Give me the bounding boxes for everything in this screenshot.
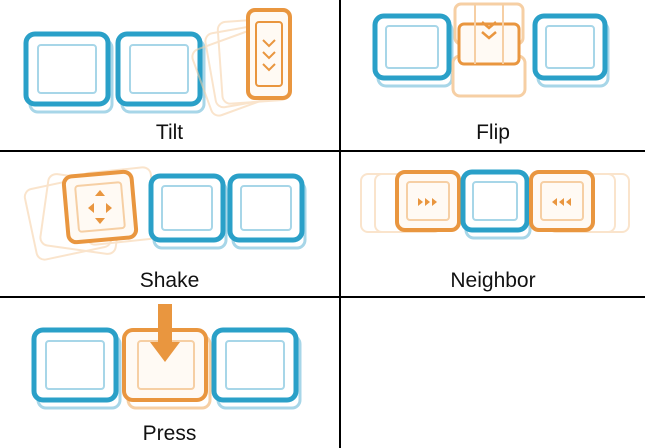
orange-cube-right-icon (529, 170, 595, 232)
orange-cube-flipping-icon (451, 2, 527, 98)
orange-cube-shaking-icon (61, 169, 139, 245)
gesture-cell-neighbor: Neighbor (341, 152, 645, 296)
empty-cell (341, 298, 645, 448)
blue-cube-icon (115, 31, 206, 114)
grid-divider-horizontal-1 (0, 150, 645, 152)
blue-cube-icon (31, 327, 122, 410)
blue-cube-icon (211, 327, 302, 410)
blue-cube-icon (372, 13, 454, 88)
gesture-label-press: Press (142, 422, 197, 445)
gesture-cell-shake: Shake (0, 152, 339, 296)
press-down-arrow-icon (150, 304, 180, 362)
orange-cube-left-icon (395, 170, 461, 232)
gesture-label-neighbor: Neighbor (450, 269, 536, 292)
grid-divider-vertical (339, 0, 341, 448)
shake-illustration (23, 166, 307, 261)
blue-cube-icon (460, 169, 532, 240)
gesture-cell-press: Press (0, 298, 339, 448)
orange-cube-tilted-icon (246, 8, 292, 100)
flip-illustration (372, 2, 610, 98)
gesture-label-shake: Shake (139, 269, 200, 292)
tilt-illustration (23, 8, 292, 117)
gesture-cell-flip: Flip (341, 0, 645, 150)
neighbor-illustration (360, 169, 630, 240)
blue-cube-icon (227, 173, 307, 250)
blue-cube-icon (23, 31, 114, 114)
grid-divider-horizontal-2 (0, 296, 645, 298)
blue-cube-icon (148, 173, 228, 250)
gesture-label-tilt: Tilt (155, 121, 184, 144)
blue-cube-icon (532, 13, 610, 88)
gesture-label-flip: Flip (476, 121, 510, 144)
press-illustration (31, 304, 302, 410)
gesture-cell-tilt: Tilt (0, 0, 339, 150)
